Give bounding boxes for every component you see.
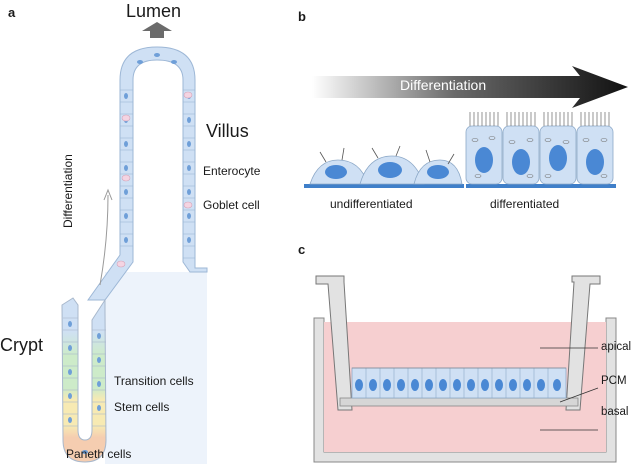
crypt-cell-lines bbox=[63, 317, 106, 427]
apical-label: apical bbox=[601, 341, 632, 353]
differentiation-vertical-label: Differentiation bbox=[61, 154, 75, 228]
paneth-cells-label: Paneth cells bbox=[66, 447, 132, 461]
organelles bbox=[471, 136, 608, 178]
enterocyte-label: Enterocyte bbox=[203, 164, 261, 178]
villus-cell-lines bbox=[120, 89, 195, 259]
lumen-label: Lumen bbox=[126, 1, 182, 21]
villus-label: Villus bbox=[206, 121, 249, 141]
panel-a-label: a bbox=[8, 5, 16, 20]
microvilli bbox=[469, 112, 610, 126]
goblet-cells bbox=[116, 91, 193, 268]
lumen-arrow bbox=[142, 22, 172, 38]
villus-nuclei bbox=[124, 53, 191, 243]
pcm-label: PCM bbox=[601, 375, 627, 387]
lamina-propria bbox=[105, 272, 207, 464]
diff-substrate bbox=[466, 184, 616, 188]
stem-cells-label: Stem cells bbox=[114, 400, 170, 414]
panel-b-differentiation bbox=[304, 66, 628, 188]
undiff-substrate bbox=[304, 184, 464, 188]
differentiated-label: differentiated bbox=[490, 197, 560, 211]
basal-label: basal bbox=[601, 406, 629, 418]
transition-cells-label: Transition cells bbox=[114, 374, 194, 388]
panel-b-label: b bbox=[298, 9, 306, 24]
differentiation-gradient-arrow bbox=[312, 66, 628, 108]
panel-a-villus-crypt bbox=[61, 22, 208, 464]
goblet-cell-label: Goblet cell bbox=[203, 198, 260, 212]
crypt-label: Crypt bbox=[0, 335, 44, 355]
crypt-nuclei bbox=[68, 321, 101, 454]
differentiated-cells bbox=[465, 112, 614, 185]
differentiation-arrow bbox=[99, 194, 109, 286]
villus-epithelium bbox=[87, 46, 208, 301]
undifferentiated-cells bbox=[309, 145, 463, 185]
differentiation-arrow-head bbox=[103, 188, 113, 201]
crypt-epithelium bbox=[61, 297, 107, 463]
pcm-leader bbox=[559, 387, 599, 403]
insert-right-wall bbox=[565, 275, 601, 411]
insert-left-wall bbox=[315, 275, 353, 411]
cell-monolayer bbox=[351, 367, 567, 399]
undifferentiated-label: undifferentiated bbox=[330, 197, 413, 211]
differentiation-arrow-label: Differentiation bbox=[400, 77, 487, 93]
membrane bbox=[339, 397, 579, 407]
panel-c-label: c bbox=[298, 242, 306, 257]
panel-c-transwell bbox=[313, 275, 617, 463]
